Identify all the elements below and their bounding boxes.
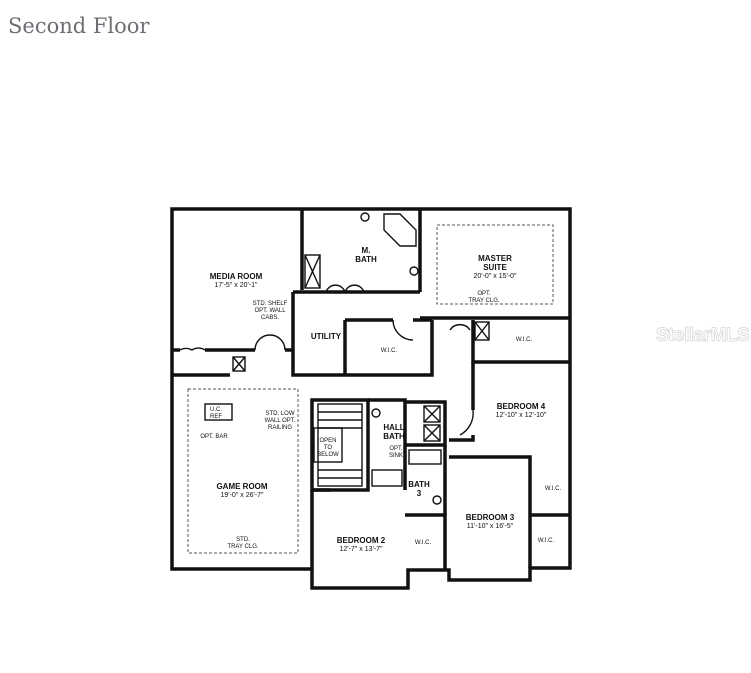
bath-3-label-2: 3 — [417, 489, 422, 498]
open-to-below-note: TO — [324, 445, 333, 451]
page-title: Second Floor — [8, 14, 150, 38]
opt-tray-note: OPT. — [477, 291, 491, 297]
interior-walls — [172, 209, 570, 570]
std-shelf-note: CABS. — [261, 315, 279, 321]
master-tray-ceiling — [436, 224, 554, 305]
bedroom-4-label: BEDROOM 4 — [497, 402, 546, 411]
uc-ref-note: REF — [210, 414, 222, 420]
uc-ref-note: U.C. — [210, 407, 222, 413]
open-to-below-note: BELOW — [317, 452, 339, 458]
opt-sink-note: SINK — [389, 453, 403, 459]
master-suite-dims: 20'-0" x 15'-0" — [473, 273, 517, 280]
wic-label: W.I.C. — [538, 538, 555, 544]
std-tray-note: STD. — [236, 537, 250, 543]
std-shelf-note: STD. SHELF — [253, 301, 288, 307]
game-room-label: GAME ROOM — [216, 482, 267, 491]
watermark: StellarMLS — [656, 325, 751, 347]
utility-label: UTILITY — [311, 332, 342, 341]
fixtures — [204, 212, 490, 505]
m-bath-label-1: M. — [362, 246, 371, 255]
opt-sink-note: OPT. — [389, 446, 403, 452]
bedroom-4-dims: 12'-10" x 12'-10" — [496, 412, 547, 419]
wic-label: W.I.C. — [381, 348, 398, 354]
bedroom-2-label: BEDROOM 2 — [337, 536, 386, 545]
m-bath-label-2: BATH — [355, 255, 377, 264]
media-room-label: MEDIA ROOM — [210, 272, 263, 281]
wic-label: W.I.C. — [545, 486, 562, 492]
low-wall-note: STD. LOW — [265, 411, 294, 417]
opt-tray-note: TRAY CLG. — [468, 298, 499, 304]
low-wall-note: WALL OPT. — [265, 418, 296, 424]
game-tray-ceiling — [187, 388, 299, 554]
open-to-below-note: OPEN — [319, 438, 336, 444]
low-wall-note: RAILING — [268, 425, 292, 431]
bedroom-3-label: BEDROOM 3 — [466, 513, 515, 522]
media-room-dims: 17'-5" x 20'-1" — [214, 282, 258, 289]
bedroom-2-dims: 12'-7" x 13'-7" — [339, 546, 383, 553]
wic-label: W.I.C. — [415, 540, 432, 546]
hall-bath-label-1: HALL — [383, 423, 404, 432]
doors — [179, 284, 474, 436]
opt-bar-note: OPT. BAR — [200, 434, 228, 440]
master-suite-label-1: MASTER — [478, 254, 512, 263]
hall-bath-label-2: BATH — [383, 432, 405, 441]
bedroom-3-dims: 11'-10" x 16'-5" — [467, 523, 514, 530]
master-suite-label-2: SUITE — [483, 263, 507, 272]
wic-label: W.I.C. — [516, 337, 533, 343]
std-tray-note: TRAY CLG. — [227, 544, 258, 550]
game-room-dims: 19'-0" x 26'-7" — [220, 492, 264, 499]
bath-3-label-1: BATH — [408, 480, 430, 489]
std-shelf-note: OPT. WALL — [254, 308, 286, 314]
